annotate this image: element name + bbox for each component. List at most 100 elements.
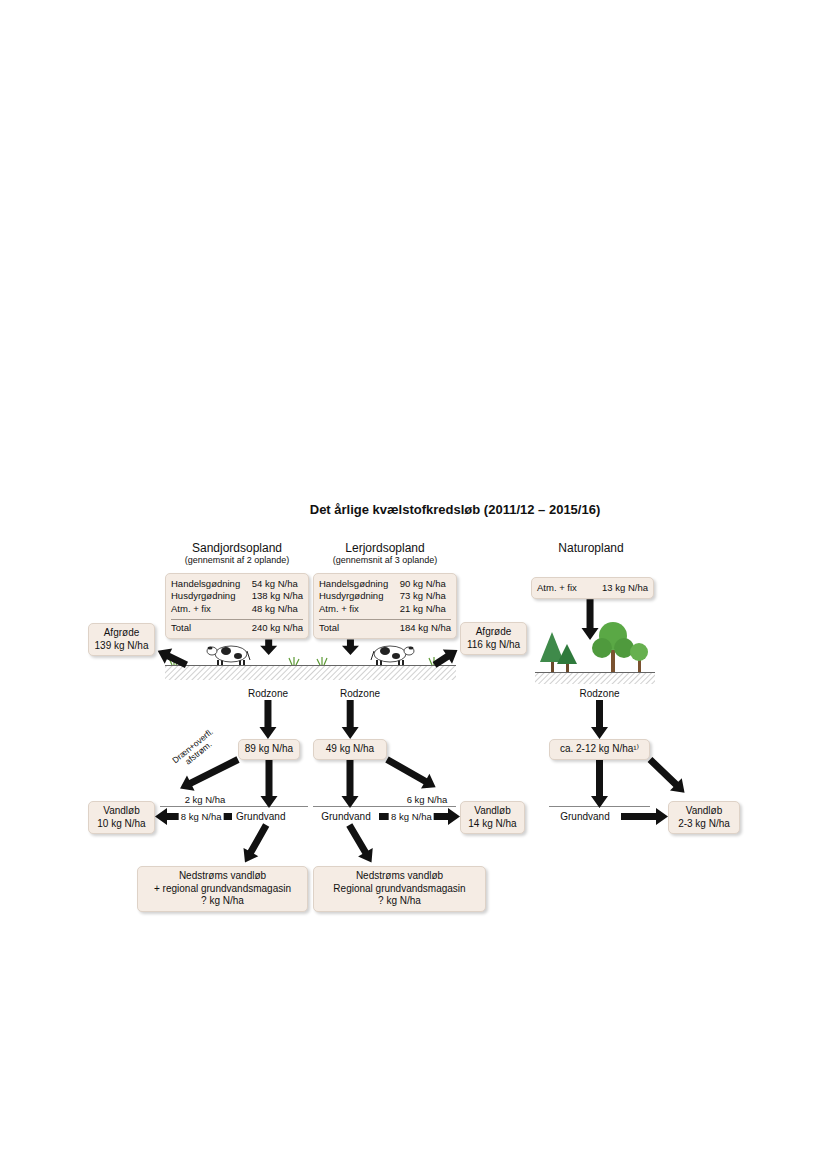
cow-figure-part (371, 651, 374, 660)
node-text: Atm. + fix (537, 582, 602, 594)
groundwater-line (160, 806, 650, 807)
groundwater-band: Grundvand (313, 808, 379, 825)
node-text: 49 kg N/ha (319, 743, 381, 756)
column-heading: Lerjordsopland (345, 541, 424, 555)
node-text: 184 kg N/ha (400, 619, 451, 634)
input-table: Atm. + fix13 kg N/ha (531, 577, 654, 599)
column-subheading: (gennemsnit af 3 oplande) (333, 555, 438, 565)
ground-hatch-part (165, 666, 456, 680)
downstream-box: Nedstrøms vandløbRegional grundvandsmaga… (313, 866, 486, 912)
stream-box: Vandløb10 kg N/ha (88, 801, 155, 834)
downstream-box: Nedstrøms vandløb+ regional grundvandsma… (137, 866, 308, 912)
flow-arrow (346, 823, 372, 862)
node-text: Grundvand (236, 811, 304, 822)
flow-arrow (648, 757, 685, 793)
flow-arrow (342, 760, 359, 809)
node-text: ? kg N/ha (319, 895, 480, 908)
cow-figure-part (404, 647, 414, 655)
node-text: Vandløb (466, 805, 519, 818)
flow-arrow (260, 639, 277, 655)
cow-figure (371, 646, 414, 665)
node-text: 14 kg N/ha (466, 818, 519, 831)
cow-figure-part (221, 647, 231, 655)
flow-arrow (591, 700, 608, 739)
node-text: 116 kg N/ha (466, 639, 521, 652)
flow-arrow (155, 808, 232, 825)
node-text: Afgrøde (94, 627, 149, 640)
cow-figure-part (243, 660, 245, 665)
tree-figure-part (611, 650, 615, 672)
crop-box: Afgrøde116 kg N/ha (460, 622, 527, 655)
flow-arrow (158, 648, 188, 668)
input-table: Handelsgødning90 kg N/haHusdyrgødning73 … (313, 573, 457, 639)
node-text: Total (171, 619, 252, 634)
node-text: Rodzone (340, 688, 456, 699)
stream-box: Vandløb2-3 kg N/ha (668, 801, 740, 834)
column-heading: Sandjordsopland (192, 541, 282, 555)
node-text: Regional grundvandsmagasin (319, 883, 480, 896)
node-text: Grundvand (317, 811, 375, 822)
leaching-box: 49 kg N/ha (313, 739, 387, 760)
cow-figure-part (247, 651, 250, 660)
node-text: Rodzone (549, 688, 650, 699)
cow-figure-part (234, 653, 242, 659)
tree-figure-part (557, 644, 577, 664)
node-text: Atm. + fix (171, 603, 252, 615)
crop-box: Afgrøde139 kg N/ha (88, 623, 155, 656)
cow-figure-part (217, 660, 219, 665)
ground-hatch (165, 666, 655, 685)
node-text: 21 kg N/ha (400, 603, 451, 615)
flow-arrow (342, 700, 359, 739)
flow-amount: 2 kg N/ha (183, 795, 228, 806)
cow-figure (207, 646, 250, 665)
cow-figure-part (402, 660, 404, 665)
node-text: Total (319, 619, 400, 634)
column-subheading: (gennemsnit af 2 oplande) (185, 555, 290, 565)
node-text: Vandløb (94, 805, 149, 818)
grass-tuft-part (289, 657, 299, 665)
flow-arrow (621, 808, 668, 825)
input-table: Handelsgødning54 kg N/haHusdyrgødning138… (165, 573, 309, 639)
node-text: 2-3 kg N/ha (674, 818, 734, 831)
node-text: Rodzone (165, 688, 288, 699)
groundwater-line-part (313, 806, 456, 807)
cow-figure-part (208, 647, 213, 650)
node-text: Husdyrgødning (319, 590, 400, 602)
node-text: 89 kg N/ha (244, 743, 294, 756)
node-text: Grundvand (553, 811, 617, 822)
flow-amount: 8 kg N/ha (179, 811, 224, 822)
node-text: 90 kg N/ha (400, 578, 451, 590)
node-text: Atm. + fix (319, 603, 400, 615)
groundwater-line-part (160, 806, 308, 807)
node-text: ca. 2-12 kg N/ha¹⁾ (555, 743, 644, 756)
node-text: Handelsgødning (171, 578, 252, 590)
node-text: 48 kg N/ha (252, 603, 303, 615)
tree-figure-part (638, 660, 641, 672)
node-text: Handelsgødning (319, 578, 400, 590)
flow-arrow (342, 639, 359, 655)
ground-hatch-part (535, 673, 655, 684)
flow-arrow (259, 700, 276, 739)
stream-box: Vandløb14 kg N/ha (460, 801, 525, 834)
leaching-box: ca. 2-12 kg N/ha¹⁾ (549, 739, 650, 760)
node-text: + regional grundvandsmagasin (143, 883, 302, 896)
node-text: 10 kg N/ha (94, 818, 149, 831)
node-text: 240 kg N/ha (252, 619, 303, 634)
column-heading: Naturopland (558, 541, 623, 555)
root-zone-band: Rodzone (313, 655, 456, 700)
cow-figure-part (376, 660, 378, 665)
flow-arrow (385, 756, 435, 788)
flow-arrow (243, 823, 269, 862)
node-text: 138 kg N/ha (252, 590, 303, 602)
flow-arrow (379, 808, 460, 825)
cow-figure-part (215, 646, 247, 662)
cow-figure-part (374, 646, 406, 662)
groundwater-band: Grundvand (549, 808, 621, 825)
flow-note: Dræn+overfl. afstrøm. (168, 724, 225, 775)
diagram-title: Det årlige kvælstofkredsløb (2011/12 – 2… (310, 502, 601, 517)
groundwater-band: Grundvand (232, 808, 308, 825)
node-text: 13 kg N/ha (602, 582, 648, 594)
cow-figure-part (392, 653, 400, 659)
